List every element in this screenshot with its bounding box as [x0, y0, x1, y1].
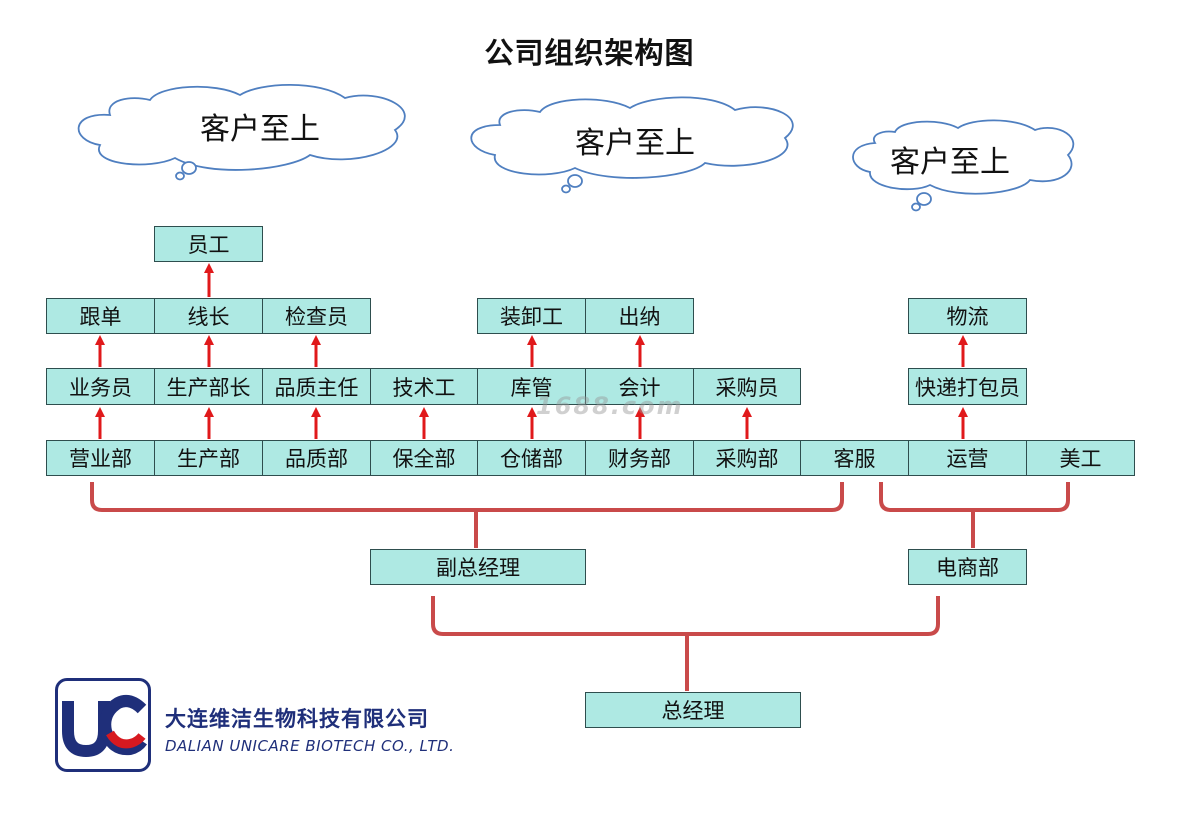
node-accountant: 会计	[585, 368, 694, 405]
node-inspector: 检查员	[262, 298, 371, 334]
connector-ecommerce-departments	[879, 482, 1070, 548]
node-dept-production: 生产部	[154, 440, 263, 476]
node-dept-finance: 财务部	[585, 440, 694, 476]
node-deputy-general-manager: 副总经理	[370, 549, 586, 585]
node-packer: 快递打包员	[908, 368, 1027, 405]
node-cashier: 出纳	[585, 298, 694, 334]
connector-departments-to-deputy	[90, 482, 844, 548]
company-logo	[55, 678, 151, 772]
uc-logo-icon	[62, 695, 147, 758]
node-order-follower: 跟单	[46, 298, 155, 334]
node-general-manager: 总经理	[585, 692, 801, 728]
node-dept-sales: 营业部	[46, 440, 155, 476]
node-dept-operations: 运营	[908, 440, 1027, 476]
cloud-text-left: 客户至上	[200, 112, 320, 147]
node-staff: 员工	[154, 226, 263, 262]
cloud-text-middle: 客户至上	[575, 126, 695, 161]
node-line-leader: 线长	[154, 298, 263, 334]
company-name-cn: 大连维洁生物科技有限公司	[165, 707, 429, 731]
node-purchaser: 采购员	[693, 368, 801, 405]
node-dept-maintenance: 保全部	[370, 440, 478, 476]
node-warehouse-keeper: 库管	[477, 368, 586, 405]
node-logistics: 物流	[908, 298, 1027, 334]
node-dept-storage: 仓储部	[477, 440, 586, 476]
node-technician: 技术工	[370, 368, 478, 405]
company-name-en: DALIAN UNICARE BIOTECH CO., LTD.	[165, 737, 455, 755]
chart-title: 公司组织架构图	[484, 36, 695, 70]
node-dept-design: 美工	[1026, 440, 1135, 476]
node-qc-supervisor: 品质主任	[262, 368, 371, 405]
node-ecommerce: 电商部	[908, 549, 1027, 585]
cloud-middle	[470, 96, 794, 194]
node-sales-rep: 业务员	[46, 368, 155, 405]
cloud-left	[77, 84, 406, 181]
node-loader: 装卸工	[477, 298, 586, 334]
node-production-head: 生产部长	[154, 368, 263, 405]
node-dept-purchase: 采购部	[693, 440, 801, 476]
watermark: 1688.com	[536, 392, 684, 420]
connector-general-manager	[431, 596, 940, 691]
node-dept-quality: 品质部	[262, 440, 371, 476]
cloud-text-right: 客户至上	[890, 145, 1010, 180]
node-dept-customer-service: 客服	[800, 440, 909, 476]
cloud-right	[852, 119, 1075, 212]
